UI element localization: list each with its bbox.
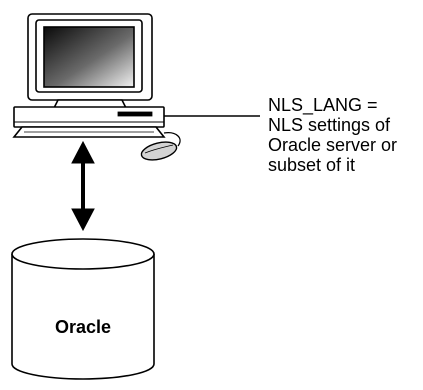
workstation-icon	[12, 13, 181, 147]
double-arrow-icon	[71, 140, 95, 232]
annotation-line-3: Oracle server or	[268, 135, 398, 155]
database-cylinder-icon	[11, 238, 155, 380]
annotation-line-4: subset of it	[268, 155, 356, 175]
database-label: Oracle	[54, 317, 112, 337]
mouse-icon	[140, 141, 178, 161]
annotation-line-1: NLS_LANG =	[268, 95, 378, 115]
annotation-line-2: NLS settings of	[268, 115, 391, 135]
